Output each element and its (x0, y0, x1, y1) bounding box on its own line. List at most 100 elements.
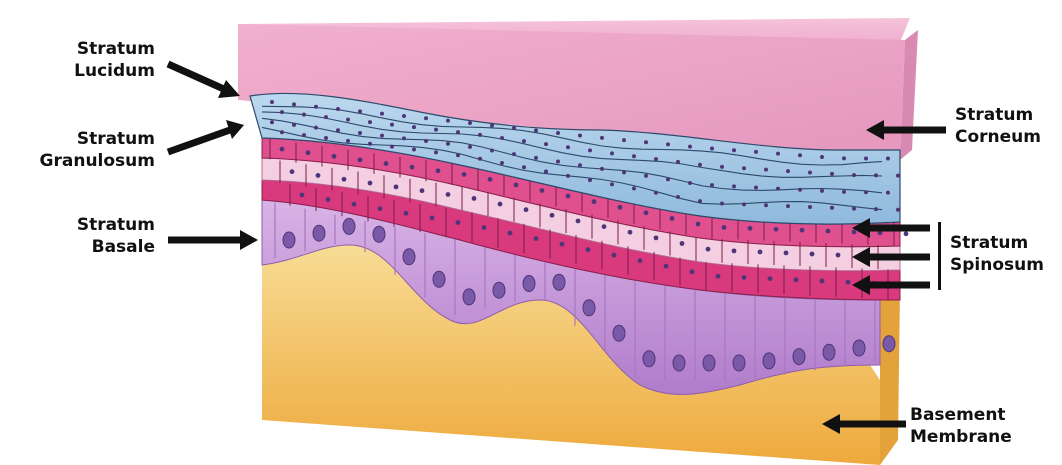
spinosum-cell-dot (446, 192, 451, 197)
label-stratum-corneum: Stratum Corneum (955, 104, 1055, 148)
lucidum-cell-dot (842, 156, 846, 160)
spinosum-cell-dot (654, 235, 659, 240)
lucidum-cell-dot (478, 157, 482, 161)
lucidum-cell-dot (424, 116, 428, 120)
lucidum-cell-dot (798, 188, 802, 192)
spinosum-cell-dot (534, 236, 539, 241)
spinosum-cell-dot (368, 181, 373, 186)
lucidum-cell-dot (776, 187, 780, 191)
spinosum-cell-dot (560, 242, 565, 247)
spinosum-cell-dot (358, 158, 363, 163)
lucidum-cell-dot (666, 177, 670, 181)
lucidum-cell-dot (292, 102, 296, 106)
label-lucidum-line1: Stratum (40, 38, 155, 60)
label-basement-line1: Basement (910, 404, 1030, 426)
lucidum-cell-dot (754, 185, 758, 189)
spinosum-cell-dot (332, 154, 337, 159)
basale-nucleus (283, 232, 295, 248)
lucidum-cell-dot (676, 195, 680, 199)
label-basement-line2: Membrane (910, 426, 1030, 448)
spinosum-cell-dot (482, 225, 487, 230)
spinosum-cell-dot (394, 184, 399, 189)
lucidum-cell-dot (314, 126, 318, 130)
spinosum-cell-dot (706, 247, 711, 252)
lucidum-cell-dot (886, 157, 890, 161)
lucidum-cell-dot (280, 110, 284, 114)
lucidum-cell-dot (270, 100, 274, 104)
lucidum-cell-dot (732, 184, 736, 188)
spinosum-cell-dot (550, 213, 555, 218)
spinosum-cell-dot (722, 225, 727, 230)
lucidum-cell-dot (446, 119, 450, 123)
spinosum-cell-dot (326, 197, 331, 202)
lucidum-cell-dot (764, 203, 768, 207)
lucidum-cell-dot (852, 207, 856, 211)
lucidum-cell-dot (380, 112, 384, 116)
lucidum-cell-dot (556, 160, 560, 164)
spinosum-cell-dot (664, 264, 669, 269)
spinosum-cell-dot (826, 229, 831, 234)
spinosum-cell-dot (618, 205, 623, 210)
spinosum-cell-dot (774, 227, 779, 232)
lucidum-cell-dot (346, 139, 350, 143)
lucidum-cell-dot (654, 157, 658, 161)
spinosum-cell-dot (300, 193, 305, 198)
spinosum-cell-dot (576, 219, 581, 224)
lucidum-cell-dot (380, 134, 384, 138)
lucidum-cell-dot (842, 190, 846, 194)
lucidum-cell-dot (578, 133, 582, 137)
spinosum-cell-dot (716, 274, 721, 279)
lucidum-cell-dot (688, 145, 692, 149)
lucidum-cell-dot (544, 142, 548, 146)
spinosum-cell-dot (612, 253, 617, 258)
spinosum-cell-dot (820, 279, 825, 284)
basale-nucleus (583, 300, 595, 316)
spinosum-cell-dot (280, 147, 285, 152)
lucidum-cell-dot (632, 187, 636, 191)
spinosum-cell-dot (846, 280, 851, 285)
lucidum-cell-dot (412, 148, 416, 152)
basale-nucleus (883, 336, 895, 352)
arrow-granulosum (168, 130, 230, 152)
lucidum-cell-dot (468, 145, 472, 149)
basale-nucleus (613, 325, 625, 341)
lucidum-cell-dot (600, 136, 604, 140)
lucidum-cell-dot (412, 125, 416, 129)
lucidum-cell-dot (610, 182, 614, 186)
arrow-basale-head (240, 230, 258, 250)
spinosum-cell-dot (410, 165, 415, 170)
lucidum-cell-dot (600, 167, 604, 171)
lucidum-cell-dot (654, 191, 658, 195)
lucidum-cell-dot (512, 152, 516, 156)
lucidum-cell-dot (688, 181, 692, 185)
spinosum-cell-dot (800, 228, 805, 233)
lucidum-cell-dot (390, 145, 394, 149)
basale-nucleus (373, 226, 385, 242)
arrow-lucidum (168, 64, 226, 90)
spinosum-cell-dot (904, 231, 909, 236)
lucidum-cell-dot (808, 171, 812, 175)
basale-nucleus (463, 289, 475, 305)
basale-nucleus (403, 249, 415, 265)
lucidum-cell-dot (424, 139, 428, 143)
lucidum-cell-dot (764, 168, 768, 172)
lucidum-cell-dot (402, 136, 406, 140)
spinosum-cell-dot (290, 169, 295, 174)
spinosum-cell-dot (696, 222, 701, 227)
spinosum-cell-dot (810, 252, 815, 257)
lucidum-cell-dot (522, 139, 526, 143)
lucidum-cell-dot (710, 147, 714, 151)
lucidum-cell-dot (874, 207, 878, 211)
lucidum-cell-dot (742, 166, 746, 170)
lucidum-cell-dot (324, 136, 328, 140)
spinosum-cell-dot (430, 216, 435, 221)
lucidum-cell-dot (622, 138, 626, 142)
lucidum-cell-dot (830, 172, 834, 176)
lucidum-cell-dot (588, 148, 592, 152)
label-stratum-spinosum: Stratum Spinosum (950, 232, 1058, 276)
lucidum-cell-dot (556, 131, 560, 135)
label-granulosum-line1: Stratum (20, 128, 155, 150)
label-basement-membrane: Basement Membrane (910, 404, 1030, 448)
basale-nucleus (793, 349, 805, 365)
